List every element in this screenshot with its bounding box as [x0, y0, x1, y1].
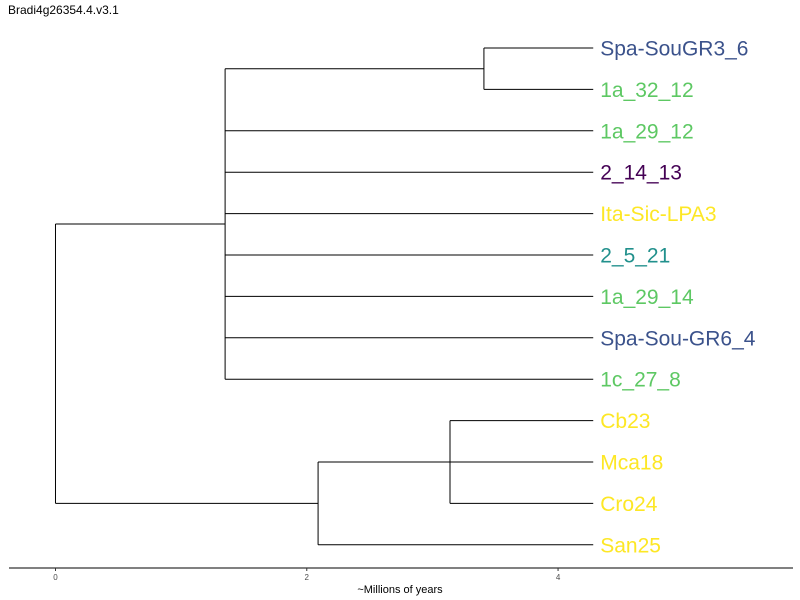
tip-label: 2_14_13 [600, 162, 682, 185]
tip-label: Mca18 [600, 452, 663, 475]
x-axis-title: ~Millions of years [357, 584, 443, 596]
tip-label: San25 [600, 534, 661, 557]
tip-label: 1a_29_12 [600, 120, 693, 143]
tree-branches [54, 47, 594, 546]
x-axis: 0 2 4 [9, 567, 793, 582]
tip-label: Spa-Sou-GR6_4 [600, 327, 756, 350]
tip-label: 2_5_21 [600, 245, 670, 268]
tip-label: 1c_27_8 [600, 369, 681, 392]
x-axis-tick-label: 0 [53, 573, 58, 582]
tip-label: 1a_32_12 [600, 79, 693, 102]
tip-label: Spa-SouGR3_6 [600, 38, 748, 61]
tip-label: 1a_29_14 [600, 286, 694, 309]
x-axis-tick-label: 4 [556, 573, 561, 582]
x-axis-tick-label: 2 [305, 573, 310, 582]
tip-label: Cro24 [600, 493, 658, 516]
tip-labels: Spa-SouGR3_6 1a_32_12 1a_29_12 2_14_13Ita-S… [600, 38, 756, 558]
tip-label: Ita-Sic-LPA3 [600, 203, 716, 226]
tip-label: Cb23 [600, 410, 650, 433]
page-title: Bradi4g26354.4.v3.1 [8, 3, 119, 17]
